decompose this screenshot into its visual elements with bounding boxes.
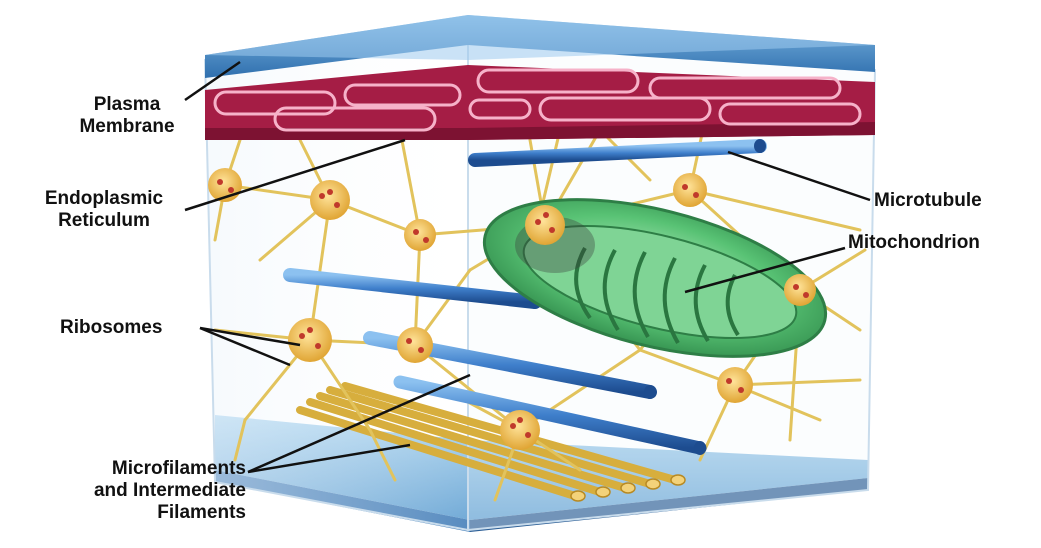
label-plasma-membrane-line2: Membrane [62,116,192,138]
label-microfilaments-line1: Microfilaments [14,458,246,480]
label-microfilaments-line3: Filaments [14,502,246,524]
label-mitochondrion: Mitochondrion [848,232,980,254]
label-microfilaments: Microfilaments and Intermediate Filament… [14,458,246,524]
label-endoplasmic-reticulum: Endoplasmic Reticulum [14,188,194,232]
label-microfilaments-line2: and Intermediate [14,480,246,502]
ribosome-cluster [310,180,350,220]
ribosome-cluster [288,318,332,362]
label-microtubule-text: Microtubule [874,190,982,212]
ribosome-cluster [404,219,436,251]
label-ribosomes: Ribosomes [60,317,162,339]
ribosome-cluster [784,274,816,306]
ribosome-cluster [397,327,433,363]
ribosome-cluster [500,410,540,450]
label-mitochondrion-text: Mitochondrion [848,232,980,254]
label-microtubule: Microtubule [874,190,982,212]
label-endoplasmic-reticulum-line2: Reticulum [14,210,194,232]
ribosome-cluster [717,367,753,403]
label-plasma-membrane-line1: Plasma [62,94,192,116]
label-endoplasmic-reticulum-line1: Endoplasmic [14,188,194,210]
label-plasma-membrane: Plasma Membrane [62,94,192,138]
ribosome-cluster [673,173,707,207]
label-ribosomes-text: Ribosomes [60,317,162,339]
ribosome-cluster [525,205,565,245]
